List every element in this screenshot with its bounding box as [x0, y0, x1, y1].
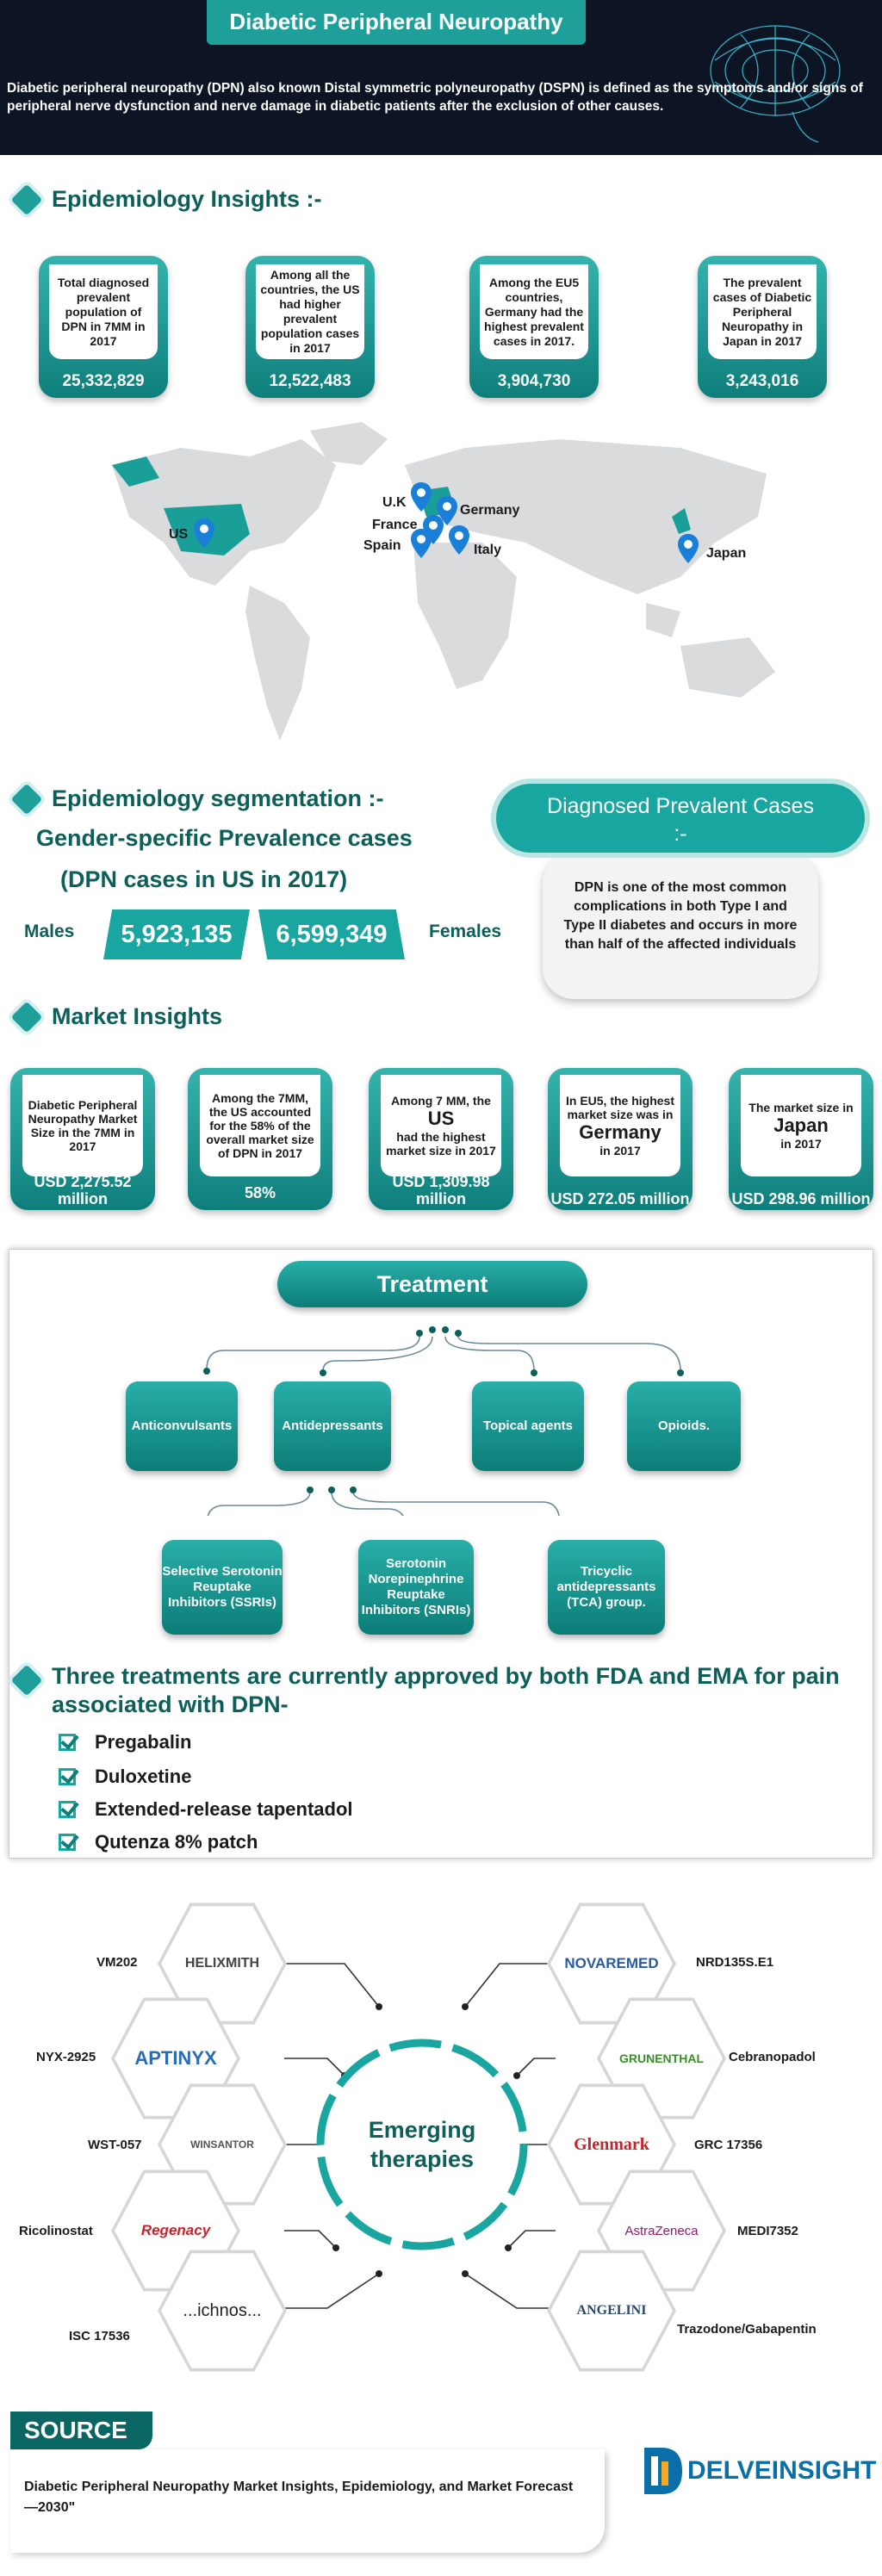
stat-card: Total diagnosed prevalent population of … — [39, 256, 168, 398]
callout-text: DPN is one of the most common complicati… — [563, 880, 798, 952]
map-pin-icon — [194, 518, 214, 548]
company-logo-hex: ...ichnos... — [158, 2250, 287, 2372]
checkbox-icon — [59, 1734, 76, 1751]
map-label-spain: Spain — [363, 538, 401, 553]
females-value: 6,599,349 — [258, 909, 405, 959]
company-logo-hex: ANGELINI — [547, 2250, 676, 2372]
stat-card: The prevalent cases of Diabetic Peripher… — [698, 256, 827, 398]
drug-label: WST-057 — [88, 2138, 142, 2152]
females-label: Females — [429, 922, 502, 941]
brain-icon — [710, 25, 841, 143]
stat-card: Among the EU5 countries, Germany had the… — [469, 256, 599, 398]
callout-card — [543, 853, 818, 999]
segmentation-heading: Epidemiology segmentation :- — [9, 783, 384, 815]
map-label-us: US — [169, 527, 189, 542]
treatment-opioids: Opioids. — [627, 1381, 741, 1471]
drug-label: NYX-2925 — [36, 2050, 96, 2064]
market-heading: Market Insights — [9, 1001, 222, 1033]
drug-label: ISC 17536 — [69, 2329, 130, 2343]
checkbox-icon — [59, 1768, 76, 1785]
delveinsight-logo-icon — [644, 2448, 682, 2494]
treatment-title: Treatment — [277, 1261, 587, 1307]
treatment-anticonvulsants: Anticonvulsants — [126, 1381, 238, 1471]
checkbox-icon — [59, 1801, 76, 1818]
treatment-tca: Tricyclic antidepressants (TCA) group. — [548, 1540, 665, 1635]
company-logo-hex: Regenacy — [111, 2169, 240, 2292]
treatment-topical-agents: Topical agents — [472, 1381, 584, 1471]
stat-card: Among all the countries, the US had high… — [245, 256, 375, 398]
map-pin-icon — [678, 534, 699, 563]
delveinsight-logo: DELVEINSIGHT — [639, 2444, 876, 2498]
source-text: Diabetic Peripheral Neuropathy Market In… — [24, 2480, 574, 2515]
treatment-ssris: Selective Serotonin Reuptake Inhibitors … — [162, 1540, 283, 1635]
drug-label: GRC 17356 — [694, 2138, 763, 2152]
map-label-japan: Japan — [706, 546, 747, 561]
company-logo-hex: GRUNENTHAL — [597, 1997, 726, 2120]
approved-item: Extended-release tapentadol — [59, 1798, 353, 1821]
segmentation-subtitle: Gender-specific Prevalence cases — [36, 825, 413, 851]
market-card: Diabetic Peripheral Neuropathy Market Si… — [10, 1068, 155, 1210]
map-label-uk: U.K — [382, 495, 407, 510]
drug-label: Trazodone/Gabapentin — [677, 2322, 817, 2337]
map-label-france: France — [372, 518, 418, 532]
diamond-bullet-icon — [10, 183, 43, 215]
drug-label: Ricolinostat — [19, 2224, 93, 2238]
map-pin-icon — [411, 529, 432, 558]
approved-item: Duloxetine — [59, 1766, 191, 1788]
source-box: Diabetic Peripheral Neuropathy Market In… — [10, 2449, 605, 2553]
drug-label: MEDI7352 — [737, 2224, 798, 2238]
diamond-bullet-icon — [10, 783, 43, 815]
treatment-antidepressants: Antidepressants — [274, 1381, 391, 1471]
drug-label: VM202 — [96, 1955, 138, 1970]
approved-heading: Three treatments are currently approved … — [9, 1662, 870, 1719]
epidemiology-heading: Epidemiology Insights :- — [9, 183, 322, 215]
males-label: Males — [24, 922, 75, 941]
page-title: Diabetic Peripheral Neuropathy — [207, 0, 586, 45]
males-value: 5,923,135 — [103, 909, 250, 959]
treatment-connectors — [203, 1326, 684, 1516]
segmentation-subtitle-2: (DPN cases in US in 2017) — [60, 866, 348, 892]
drug-label: Cebranopadol — [729, 2050, 816, 2064]
source-tag: SOURCE — [10, 2412, 152, 2449]
map-label-italy: Italy — [474, 543, 502, 557]
callout-title: Diagnosed Prevalent Cases :- — [491, 779, 870, 858]
approved-item: Pregabalin — [59, 1731, 191, 1754]
market-card: Among the 7MM, the US accounted for the … — [188, 1068, 332, 1210]
map-pin-icon — [437, 496, 457, 525]
diamond-bullet-icon — [10, 1664, 43, 1697]
world-map — [112, 422, 775, 741]
map-label-germany: Germany — [460, 503, 520, 518]
treatment-snris: Serotonin Norepinephrine Reuptake Inhibi… — [358, 1540, 474, 1635]
map-pin-icon — [449, 525, 469, 555]
checkbox-icon — [59, 1834, 76, 1851]
header-description: Diabetic peripheral neuropathy (DPN) als… — [7, 81, 863, 114]
map-pin-icon — [411, 482, 432, 512]
emerging-connectors — [284, 1963, 556, 2309]
approved-item: Qutenza 8% patch — [59, 1831, 258, 1853]
diamond-bullet-icon — [10, 1001, 43, 1033]
drug-label: NRD135S.E1 — [696, 1955, 774, 1970]
